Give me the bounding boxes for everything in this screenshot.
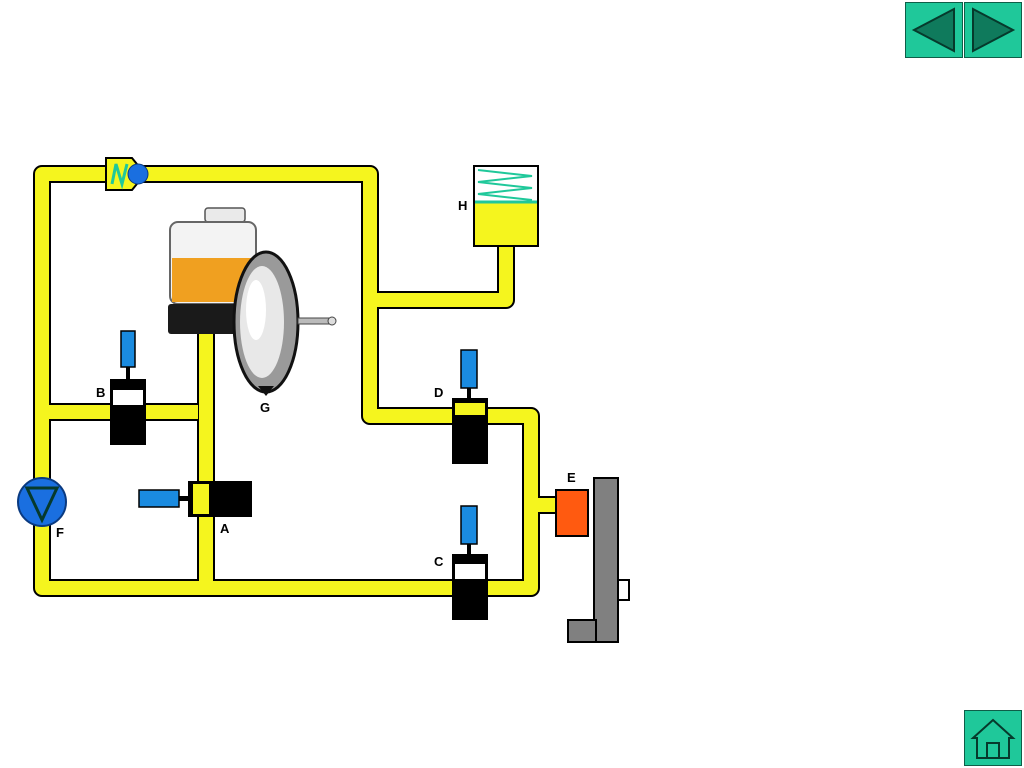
valve-d: D: [434, 349, 488, 464]
valve-a: A: [138, 481, 252, 536]
label-h: H: [458, 198, 467, 213]
reservoir-h: H: [458, 165, 539, 247]
triangle-left-icon: [911, 7, 955, 53]
valve-c: C: [434, 505, 488, 620]
pump-f: F: [17, 477, 67, 540]
brake-disc: [567, 477, 630, 643]
check-valve: [105, 157, 149, 191]
brake-caliper-e: E: [555, 470, 589, 537]
home-button[interactable]: [964, 710, 1022, 766]
label-f: F: [56, 525, 64, 540]
label-c: C: [434, 554, 444, 569]
next-button[interactable]: [964, 2, 1022, 58]
label-b: B: [96, 385, 105, 400]
master-cylinder-g: G: [168, 207, 337, 415]
house-icon: [970, 718, 1016, 759]
valve-b: B: [96, 330, 146, 445]
previous-button[interactable]: [905, 2, 963, 58]
triangle-right-icon: [972, 7, 1016, 53]
pipe-network: [33, 165, 560, 597]
label-g: G: [260, 400, 270, 415]
label-a: A: [220, 521, 230, 536]
label-d: D: [434, 385, 443, 400]
label-e: E: [567, 470, 576, 485]
